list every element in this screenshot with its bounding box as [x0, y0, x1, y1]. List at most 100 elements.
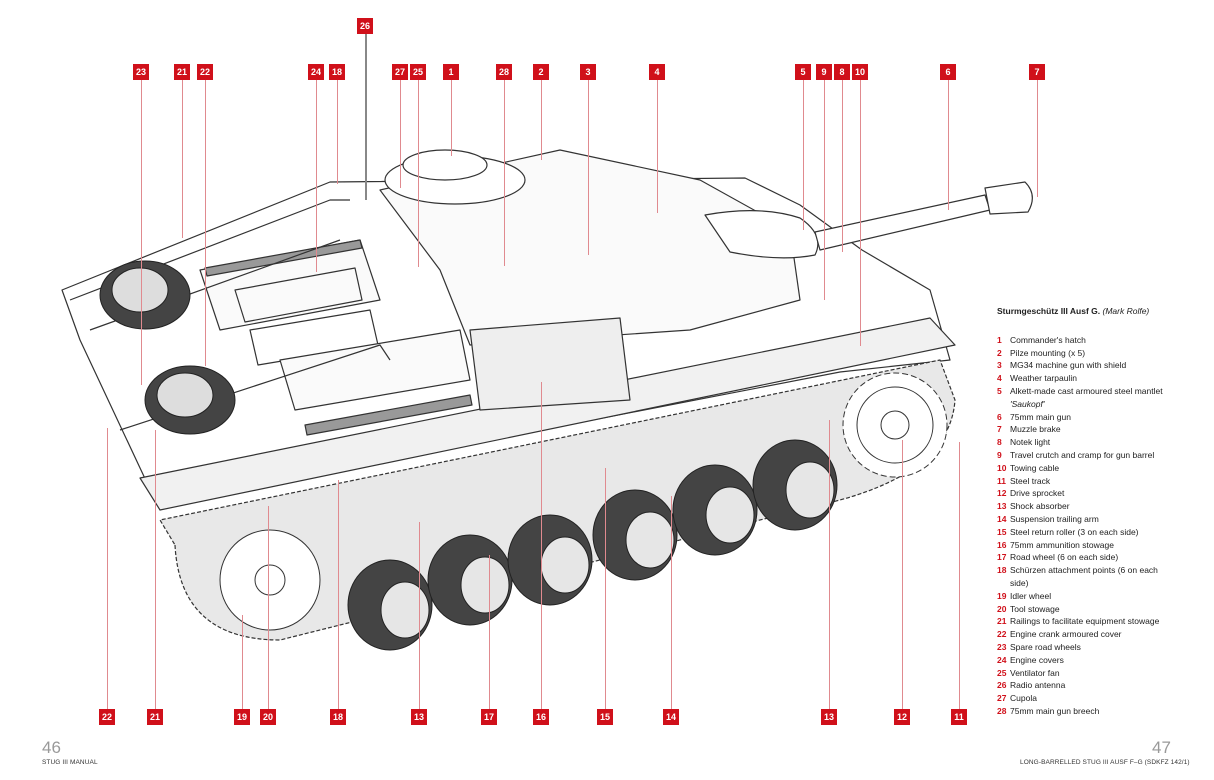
- callout-8: 8: [834, 64, 850, 80]
- callout-7: 7: [1029, 64, 1045, 80]
- leader-line: [1037, 80, 1038, 197]
- leader-line: [316, 80, 317, 272]
- legend-item: 3 MG34 machine gun with shield: [997, 359, 1207, 372]
- legend-number: 3: [997, 360, 1002, 371]
- callout-2: 2: [533, 64, 549, 80]
- callout-6: 6: [940, 64, 956, 80]
- legend-text: 75mm main gun breech: [1010, 705, 1100, 716]
- legend-text: 75mm ammunition stowage: [1010, 539, 1114, 550]
- legend-number: 11: [997, 475, 1006, 486]
- idler-wheel: [219, 529, 321, 631]
- callout-13: 13: [821, 709, 837, 725]
- leader-line: [541, 382, 542, 709]
- legend-number: 12: [997, 488, 1007, 499]
- legend-text: Shock absorber: [1010, 501, 1070, 512]
- leader-line: [803, 80, 804, 230]
- legend-number: 7: [997, 424, 1002, 435]
- legend-text: Notek light: [1010, 437, 1051, 448]
- leader-line: [842, 80, 843, 252]
- leader-line: [829, 420, 830, 709]
- callout-23: 23: [133, 64, 149, 80]
- callout-16: 16: [533, 709, 549, 725]
- callout-21: 21: [174, 64, 190, 80]
- callout-28: 28: [496, 64, 512, 80]
- legend-number: 28: [997, 705, 1007, 716]
- track: [159, 359, 956, 641]
- legend-text: Alkett-made cast armoured steel mantlet'…: [1010, 385, 1163, 409]
- legend-number: 21: [997, 616, 1007, 627]
- callout-5: 5: [795, 64, 811, 80]
- legend-number: 5: [997, 385, 1002, 396]
- callout-13: 13: [411, 709, 427, 725]
- legend-number: 27: [997, 693, 1007, 704]
- right-page-title: LONG-BARRELLED STUG III AUSF F–G (SDKFZ …: [1020, 759, 1190, 766]
- legend-number: 17: [997, 552, 1007, 563]
- legend-number: 13: [997, 501, 1007, 512]
- legend-number: 23: [997, 641, 1007, 652]
- legend-text: Pilze mounting (x 5): [1010, 347, 1086, 358]
- legend-text: Suspension trailing arm: [1010, 513, 1099, 524]
- legend-number: 4: [997, 373, 1002, 384]
- callout-20: 20: [260, 709, 276, 725]
- callout-1: 1: [443, 64, 459, 80]
- leader-line: [959, 442, 960, 709]
- legend-number: 10: [997, 462, 1007, 473]
- left-page-number: 46: [42, 738, 61, 757]
- legend-number: 16: [997, 539, 1007, 550]
- legend-text: 75mm main gun: [1010, 411, 1071, 422]
- legend-text: Ventilator fan: [1010, 667, 1060, 678]
- legend-number: 20: [997, 603, 1007, 614]
- legend-text: MG34 machine gun with shield: [1010, 360, 1127, 371]
- callout-25: 25: [410, 64, 426, 80]
- leader-line: [489, 555, 490, 709]
- legend-title: Sturmgeschütz III Ausf G. (Mark Rolfe): [997, 306, 1150, 316]
- leader-line: [338, 480, 339, 709]
- fender: [139, 317, 956, 511]
- leader-line: [205, 80, 206, 366]
- left-page-title: STUG III MANUAL: [42, 759, 98, 766]
- legend-number: 15: [997, 526, 1007, 537]
- leader-line: [418, 80, 419, 267]
- legend-number: 26: [997, 680, 1007, 691]
- legend-text: Towing cable: [1010, 462, 1060, 473]
- leader-line: [337, 80, 338, 184]
- leader-line: [141, 80, 142, 385]
- callout-26: 26: [357, 18, 373, 34]
- callout-4: 4: [649, 64, 665, 80]
- leader-line: [541, 80, 542, 160]
- callout-9: 9: [816, 64, 832, 80]
- legend-item: 5 Alkett-made cast armoured steel mantlet…: [997, 385, 1207, 411]
- legend-number: 25: [997, 667, 1007, 678]
- legend-text: Engine covers: [1010, 654, 1064, 665]
- leader-line: [155, 430, 156, 709]
- right-page-number: 47: [1152, 738, 1171, 757]
- leader-line: [671, 496, 672, 709]
- legend-text: Railings to facilitate equipment stowage: [1010, 616, 1160, 627]
- leader-line: [182, 80, 183, 238]
- leader-line: [902, 440, 903, 709]
- legend-number: 18: [997, 565, 1007, 576]
- legend-text: Drive sprocket: [1010, 488, 1065, 499]
- legend-text: Cupola: [1010, 693, 1037, 704]
- leader-line: [605, 468, 606, 709]
- callout-11: 11: [951, 709, 967, 725]
